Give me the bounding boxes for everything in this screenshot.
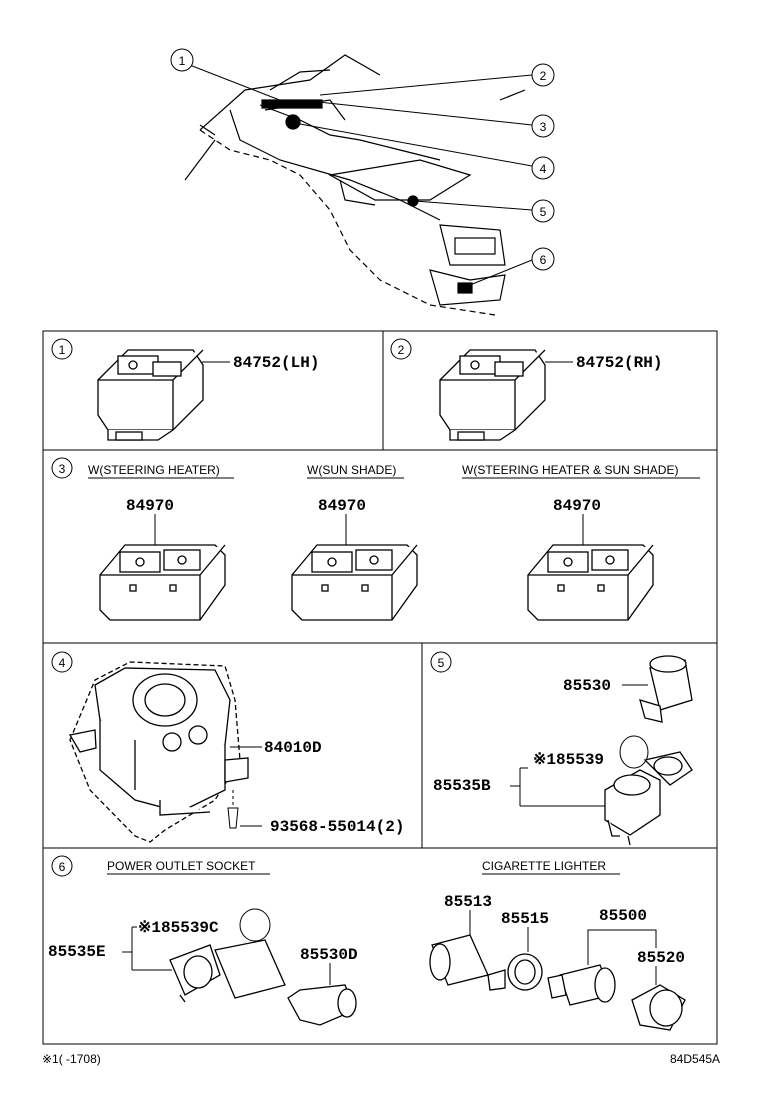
lighter-icon bbox=[547, 964, 616, 1006]
section-title-power-outlet-socket: POWER OUTLET SOCKET bbox=[107, 859, 256, 873]
lighter-knob-icon bbox=[631, 984, 686, 1031]
part-number-84970: 84970 bbox=[318, 497, 366, 515]
lighter-icon bbox=[639, 655, 693, 723]
part-number-84752-lh: 84752(LH) bbox=[233, 354, 319, 372]
svg-text:2: 2 bbox=[540, 69, 547, 83]
panel-frames bbox=[42, 330, 718, 1045]
part-number-84970: 84970 bbox=[126, 497, 174, 515]
part-number-85539c: ※185539C bbox=[138, 919, 219, 937]
switch-block-icon bbox=[527, 544, 654, 621]
overview-callout-5: 5 bbox=[531, 199, 555, 223]
part-number-85539: ※185539 bbox=[533, 751, 604, 769]
part-number-85535e: 85535E bbox=[48, 943, 106, 961]
overview-callout-1: 1 bbox=[170, 48, 194, 72]
overview-callout-2: 2 bbox=[531, 63, 555, 87]
svg-text:1: 1 bbox=[179, 54, 186, 68]
variant-label-sun-shade: W(SUN SHADE) bbox=[307, 463, 396, 477]
switch-block-icon bbox=[99, 544, 226, 621]
part-number-85530: 85530 bbox=[563, 677, 611, 695]
variant-label-steering-heater-sun-shade: W(STEERING HEATER & SUN SHADE) bbox=[462, 463, 678, 477]
svg-text:2: 2 bbox=[398, 343, 405, 357]
section-title-cigarette-lighter: CIGARETTE LIGHTER bbox=[482, 859, 606, 873]
part-number-85530d: 85530D bbox=[300, 946, 358, 964]
svg-text:6: 6 bbox=[59, 860, 66, 874]
cap-icon bbox=[239, 908, 271, 942]
svg-text:4: 4 bbox=[540, 162, 547, 176]
screw-icon bbox=[227, 790, 239, 829]
panel-5: 5 85530 ※185539 85535B bbox=[430, 651, 693, 846]
part-number-84752-rh: 84752(RH) bbox=[576, 354, 662, 372]
plug-icon bbox=[287, 984, 357, 1026]
svg-text:4: 4 bbox=[59, 656, 66, 670]
overview-callout-3: 3 bbox=[531, 114, 555, 138]
overview-console-drawing bbox=[184, 54, 526, 316]
diagram-code: 84D545A bbox=[670, 1052, 720, 1066]
part-number-85513: 85513 bbox=[444, 893, 492, 911]
part-number-85515: 85515 bbox=[501, 910, 549, 928]
part-number-85535b: 85535B bbox=[433, 777, 491, 795]
svg-text:6: 6 bbox=[540, 253, 547, 267]
svg-text:3: 3 bbox=[540, 120, 547, 134]
panel-6: 6 POWER OUTLET SOCKET CIGARETTE LIGHTER … bbox=[48, 855, 686, 1031]
footer-note: ※1( -1708) bbox=[42, 1052, 101, 1066]
overview-leader-lines bbox=[181, 61, 533, 286]
knob-controller-icon bbox=[68, 661, 249, 843]
panel-3: 3 W(STEERING HEATER) 84970 W(SUN SHADE) … bbox=[51, 457, 700, 621]
lighter-housing-icon bbox=[429, 934, 489, 986]
switch-block-icon bbox=[291, 544, 418, 621]
switch-block-icon bbox=[97, 349, 204, 441]
svg-text:5: 5 bbox=[540, 205, 547, 219]
overview-callout-6: 6 bbox=[531, 247, 555, 271]
switch-block-icon bbox=[439, 349, 546, 441]
panel-4: 4 84010D 93568-55014(2) bbox=[51, 651, 404, 843]
svg-text:3: 3 bbox=[59, 462, 66, 476]
part-number-85520: 85520 bbox=[637, 949, 685, 967]
svg-text:1: 1 bbox=[59, 343, 66, 357]
power-socket-icon bbox=[169, 939, 286, 1003]
part-number-85500: 85500 bbox=[599, 907, 647, 925]
part-number-84010d: 84010D bbox=[264, 739, 322, 757]
panel-2: 2 84752(RH) bbox=[390, 338, 662, 441]
svg-text:5: 5 bbox=[438, 656, 445, 670]
power-socket-icon bbox=[604, 751, 693, 846]
panel-1: 1 84752(LH) bbox=[51, 338, 319, 441]
cap-icon bbox=[619, 735, 649, 769]
overview-callout-4: 4 bbox=[531, 156, 555, 180]
ring-icon bbox=[487, 953, 543, 991]
part-number-93568-55014: 93568-55014(2) bbox=[270, 818, 404, 836]
variant-label-steering-heater: W(STEERING HEATER) bbox=[88, 463, 220, 477]
part-number-84970: 84970 bbox=[553, 497, 601, 515]
